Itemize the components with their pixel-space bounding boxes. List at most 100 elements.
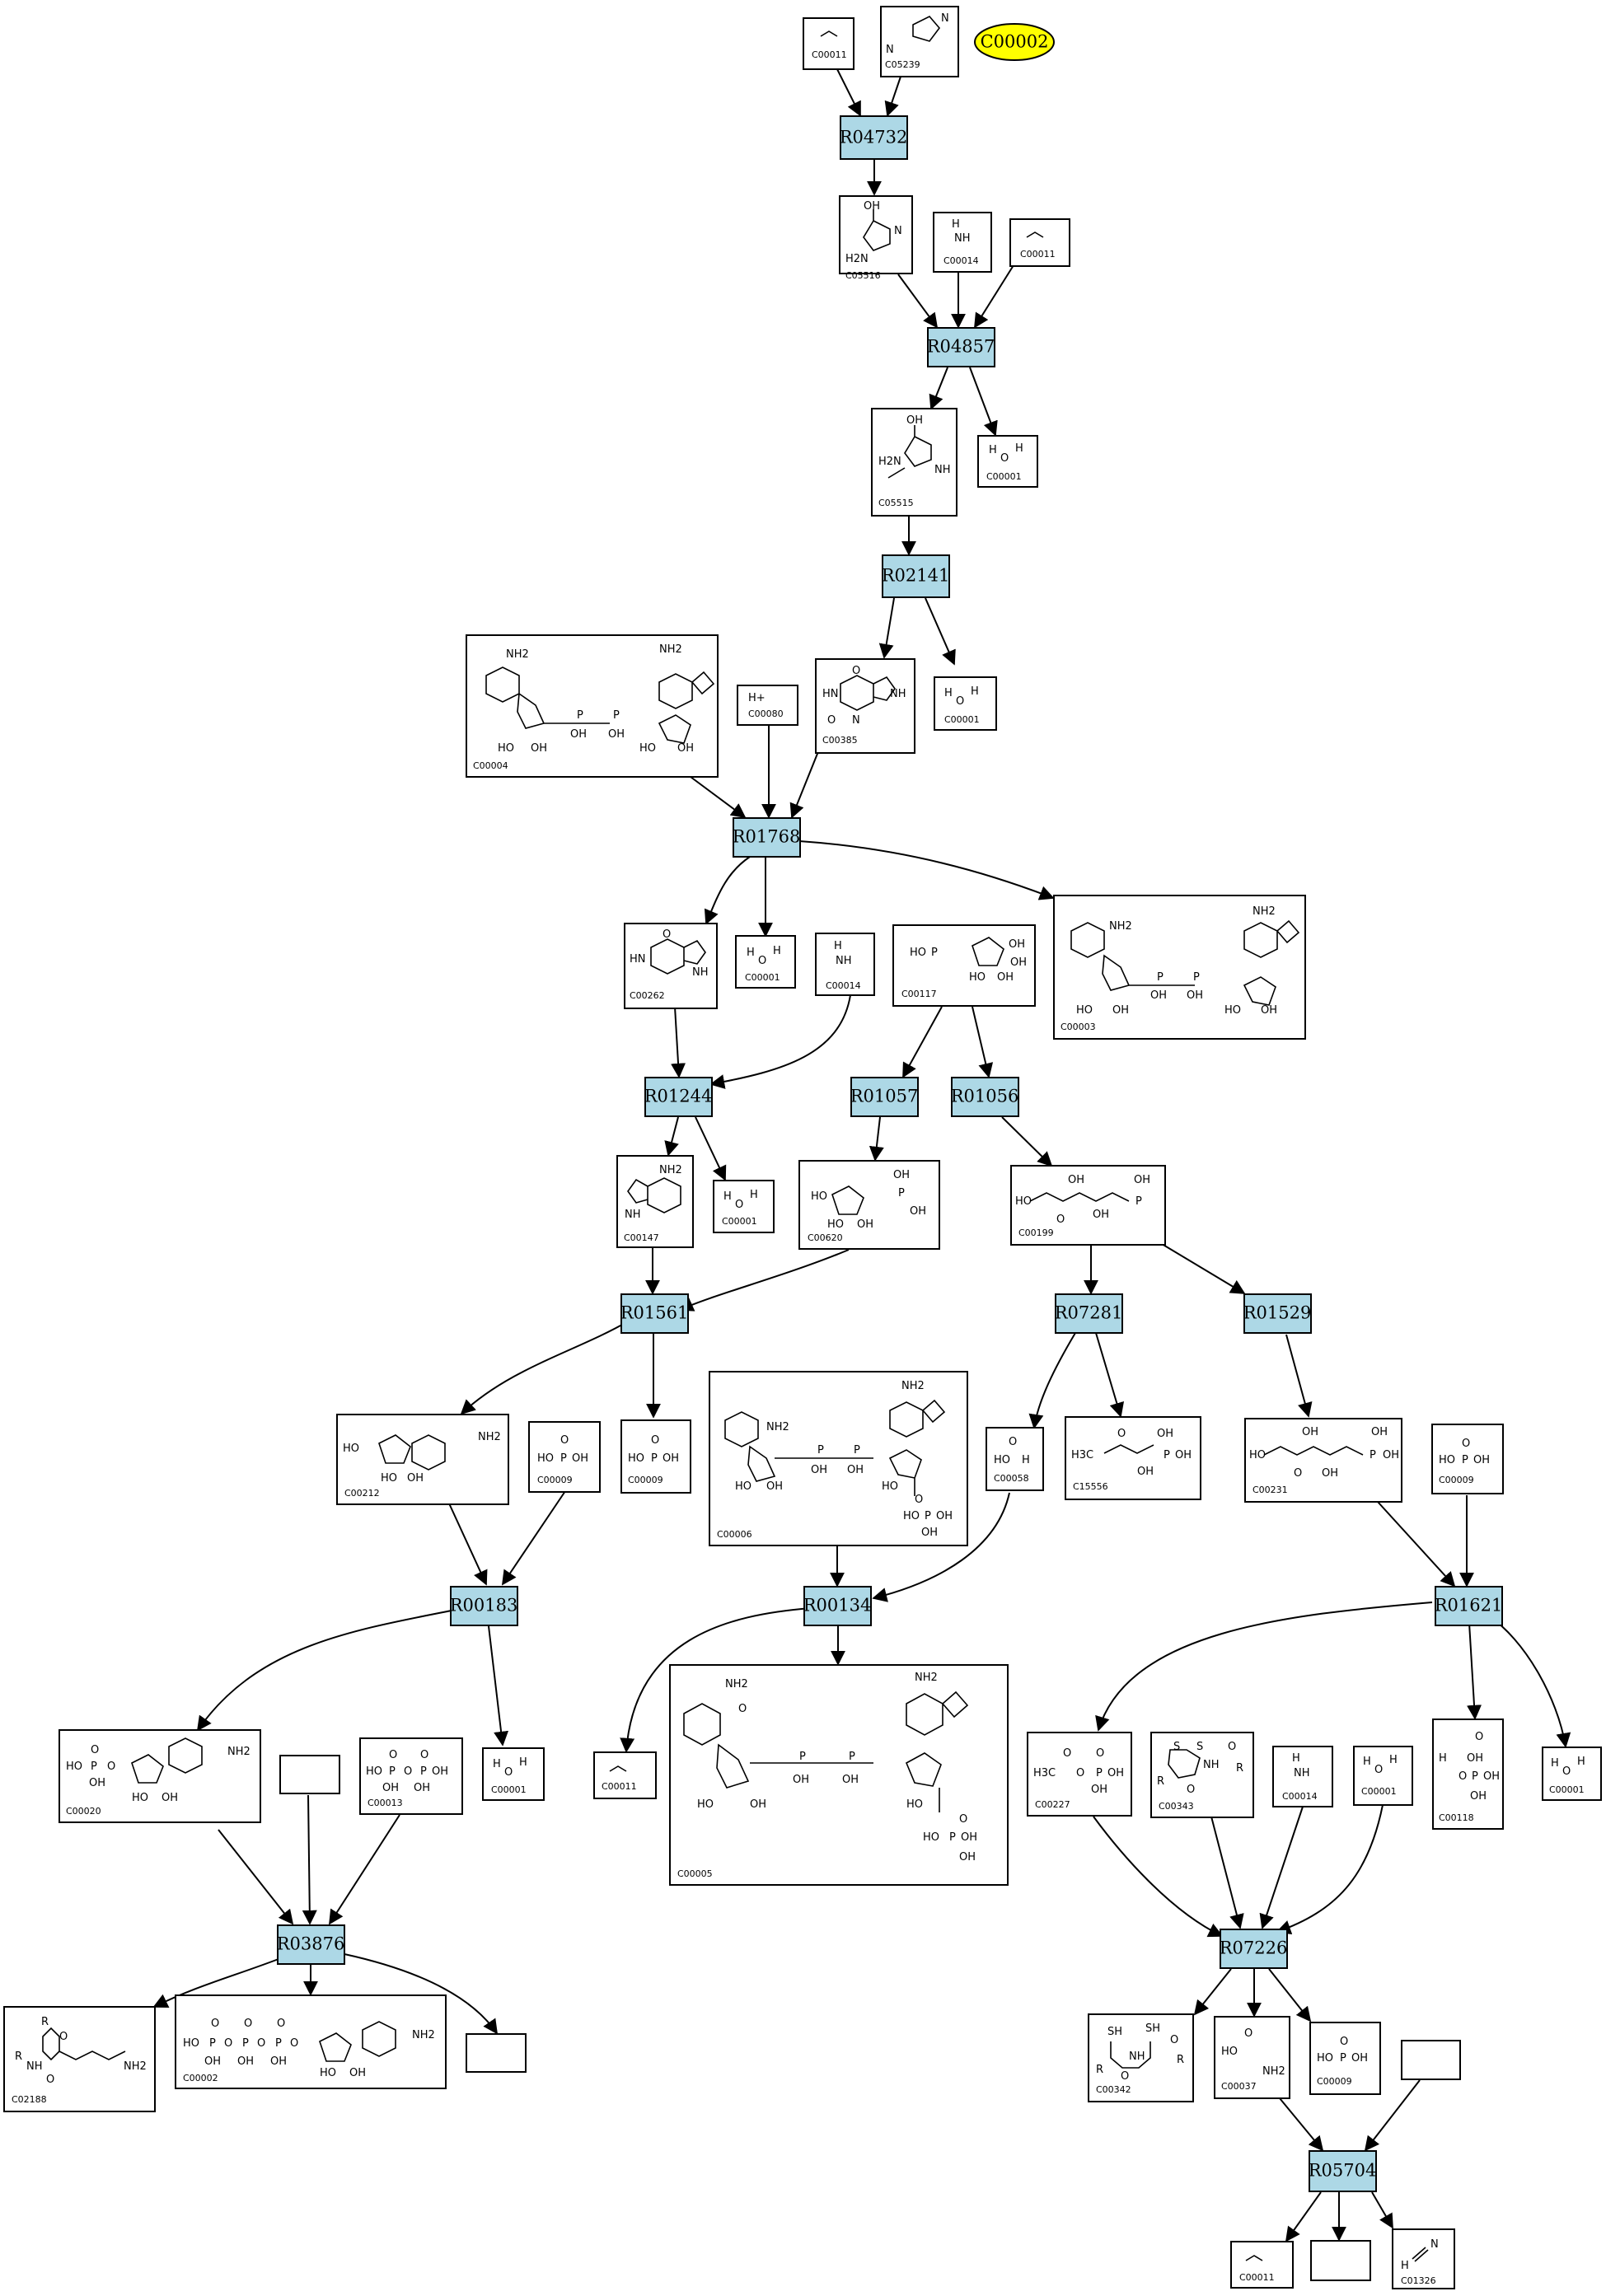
compound-C00009[interactable]: O HO P OH C00009 (1431, 1424, 1504, 1494)
compound-C00227[interactable]: O O H3C O P OH OH C00227 (1027, 1732, 1132, 1817)
compound-C00231[interactable]: OH OH HO P OH O OH C00231 (1244, 1418, 1402, 1503)
compound-C00009[interactable]: O HO P OH C00009 (1309, 2022, 1381, 2095)
atom-label: NH2 (227, 1746, 250, 1758)
compound-C00080[interactable]: H+ C00080 (737, 685, 798, 726)
atom-label: HO (537, 1452, 554, 1465)
compound-C00343[interactable]: S S O NH R R O C00343 (1150, 1732, 1254, 1818)
reaction-R01244[interactable]: R01244 (644, 1077, 713, 1117)
compound-C00117[interactable]: HO P OH OH HO OH C00117 (892, 924, 1036, 1007)
reaction-R00183[interactable]: R00183 (450, 1586, 518, 1626)
compound-C00001[interactable]: H O H C00001 (735, 935, 796, 989)
compound-C00385[interactable]: O HN NH O N C00385 (815, 658, 915, 754)
compound-C00001[interactable]: H O H C00001 (977, 435, 1038, 488)
atom-label: O (1462, 1438, 1470, 1450)
compound-C00011[interactable]: C00011 (1230, 2241, 1294, 2289)
atom-label: P (849, 1751, 855, 1763)
compound-id: C05516 (845, 270, 881, 281)
compound-C00037[interactable]: O HO NH2 C00037 (1214, 2016, 1290, 2099)
compound-id: C00006 (717, 1529, 752, 1540)
edge (620, 1607, 812, 1753)
compound-id: C00262 (630, 990, 665, 1001)
reaction-R03876[interactable]: R03876 (277, 1924, 345, 1965)
compound-id: C00003 (1061, 1022, 1096, 1032)
compound-C00011[interactable]: C00011 (593, 1751, 657, 1799)
compound-C00009[interactable]: O HO P OH C00009 (620, 1419, 691, 1494)
target-compound[interactable]: C00002 (974, 23, 1055, 61)
reaction-label: R00134 (803, 1596, 872, 1616)
reaction-R00134[interactable]: R00134 (803, 1586, 872, 1626)
atom-label: OH (793, 1774, 809, 1786)
compound-id: C00009 (1317, 2076, 1352, 2087)
edge (329, 1814, 400, 1925)
compound-C00013[interactable]: O O HO P O P OH OH OH C00013 (359, 1737, 463, 1815)
reaction-label: R01056 (951, 1087, 1019, 1106)
atom-label: OH (1261, 1004, 1277, 1017)
adenine-structure (627, 1177, 681, 1213)
compound-C05239[interactable]: N N C05239 (880, 6, 959, 77)
compound-C00001[interactable]: H O H C00001 (713, 1180, 775, 1233)
compound-unlabeled[interactable] (1310, 2240, 1371, 2281)
compound-C00014[interactable]: H NH C00014 (1272, 1746, 1333, 1807)
compound-unlabeled[interactable] (279, 1755, 340, 1794)
reaction-R04732[interactable]: R04732 (840, 115, 908, 160)
compound-C00003[interactable]: NH2 NH2 P P OH OH HO OH HO OH C00003 (1053, 895, 1306, 1040)
compound-C00014[interactable]: H NH C00014 (933, 212, 992, 273)
compound-C00011[interactable]: C00011 (1009, 218, 1070, 267)
reaction-R07281[interactable]: R07281 (1055, 1293, 1123, 1334)
reaction-R01057[interactable]: R01057 (850, 1077, 919, 1117)
compound-C00620[interactable]: OH P HO OH HO OH C00620 (798, 1160, 940, 1250)
compound-C00262[interactable]: O HN NH C00262 (624, 923, 718, 1009)
amp-structure (131, 1737, 203, 1784)
reaction-R07226[interactable]: R07226 (1220, 1929, 1288, 1969)
atom-label: H (1015, 442, 1023, 455)
compound-C00001[interactable]: H O H C00001 (934, 676, 997, 731)
compound-C02188[interactable]: R O R NH O NH2 C02188 (3, 2006, 156, 2112)
compound-unlabeled[interactable] (1401, 2040, 1461, 2080)
atom-label: O (1009, 1436, 1017, 1448)
compound-unlabeled[interactable] (466, 2033, 527, 2073)
reaction-R01561[interactable]: R01561 (620, 1293, 689, 1334)
atom-label: O (46, 2074, 54, 2086)
compound-C00011[interactable]: C00011 (803, 17, 855, 70)
compound-C00002[interactable]: O O O HO P O P O P O OH OH OH NH2 HO OH … (175, 1994, 447, 2089)
reaction-R01768[interactable]: R01768 (733, 817, 801, 858)
compound-C05515[interactable]: OH H2N NH C05515 (871, 408, 958, 517)
compound-C00005[interactable]: NH2 O NH2 P P OH OH HO OH HO O HO P OH O… (669, 1664, 1009, 1886)
compound-C15556[interactable]: O OH H3C P OH OH C15556 (1065, 1416, 1201, 1500)
edge (1371, 2191, 1393, 2229)
reaction-R01621[interactable]: R01621 (1435, 1586, 1503, 1626)
xu5p-structure (1263, 1446, 1364, 1456)
compound-C05516[interactable]: OH N H2N C05516 (839, 195, 913, 281)
reaction-R01529[interactable]: R01529 (1243, 1293, 1312, 1334)
compound-C00001[interactable]: H O H C00001 (1353, 1746, 1413, 1806)
co2-structure (820, 30, 838, 37)
atom-label: HO (906, 1798, 923, 1811)
compound-C00212[interactable]: HO NH2 HO OH C00212 (336, 1414, 509, 1505)
compound-C00118[interactable]: O H OH O P OH OH C00118 (1432, 1718, 1504, 1830)
reaction-R05704[interactable]: R05704 (1309, 2150, 1377, 2192)
compound-id: C00014 (943, 255, 979, 266)
atom-label: NH2 (915, 1672, 938, 1684)
compound-C00001[interactable]: H O H C00001 (1542, 1747, 1602, 1801)
compound-C00001[interactable]: H O H C00001 (482, 1747, 545, 1801)
atom-label: OH (1157, 1428, 1173, 1440)
reaction-R01056[interactable]: R01056 (951, 1077, 1019, 1117)
compound-C00004[interactable]: NH2 NH2 P P OH OH HO OH HO OH C00004 (466, 634, 719, 778)
compound-id: C00001 (491, 1784, 527, 1795)
compound-C00342[interactable]: SH SH O NH R R O C00342 (1088, 2013, 1194, 2102)
compound-C00009[interactable]: O HO P OH C00009 (528, 1421, 601, 1493)
compound-C00020[interactable]: O HO P O OH NH2 HO OH C00020 (59, 1729, 261, 1823)
compound-C01326[interactable]: H N C01326 (1392, 2228, 1455, 2289)
atom-label: P (91, 1761, 97, 1773)
compound-C00006[interactable]: NH2 NH2 P P OH OH HO OH HO O HO P OH OH … (709, 1371, 968, 1546)
compound-C00199[interactable]: OH OH HO P OH O C00199 (1010, 1165, 1166, 1246)
compound-C00058[interactable]: O HO H C00058 (986, 1427, 1044, 1491)
reaction-R04857[interactable]: R04857 (927, 327, 995, 367)
co2-structure (1245, 2255, 1263, 2261)
reaction-R02141[interactable]: R02141 (882, 554, 950, 598)
edge (1095, 1602, 1433, 1732)
compound-C00147[interactable]: NH2 NH C00147 (616, 1155, 694, 1248)
compound-id: C00231 (1252, 1485, 1288, 1495)
r1p-structure (831, 1185, 864, 1215)
compound-C00014[interactable]: H NH C00014 (815, 933, 875, 996)
